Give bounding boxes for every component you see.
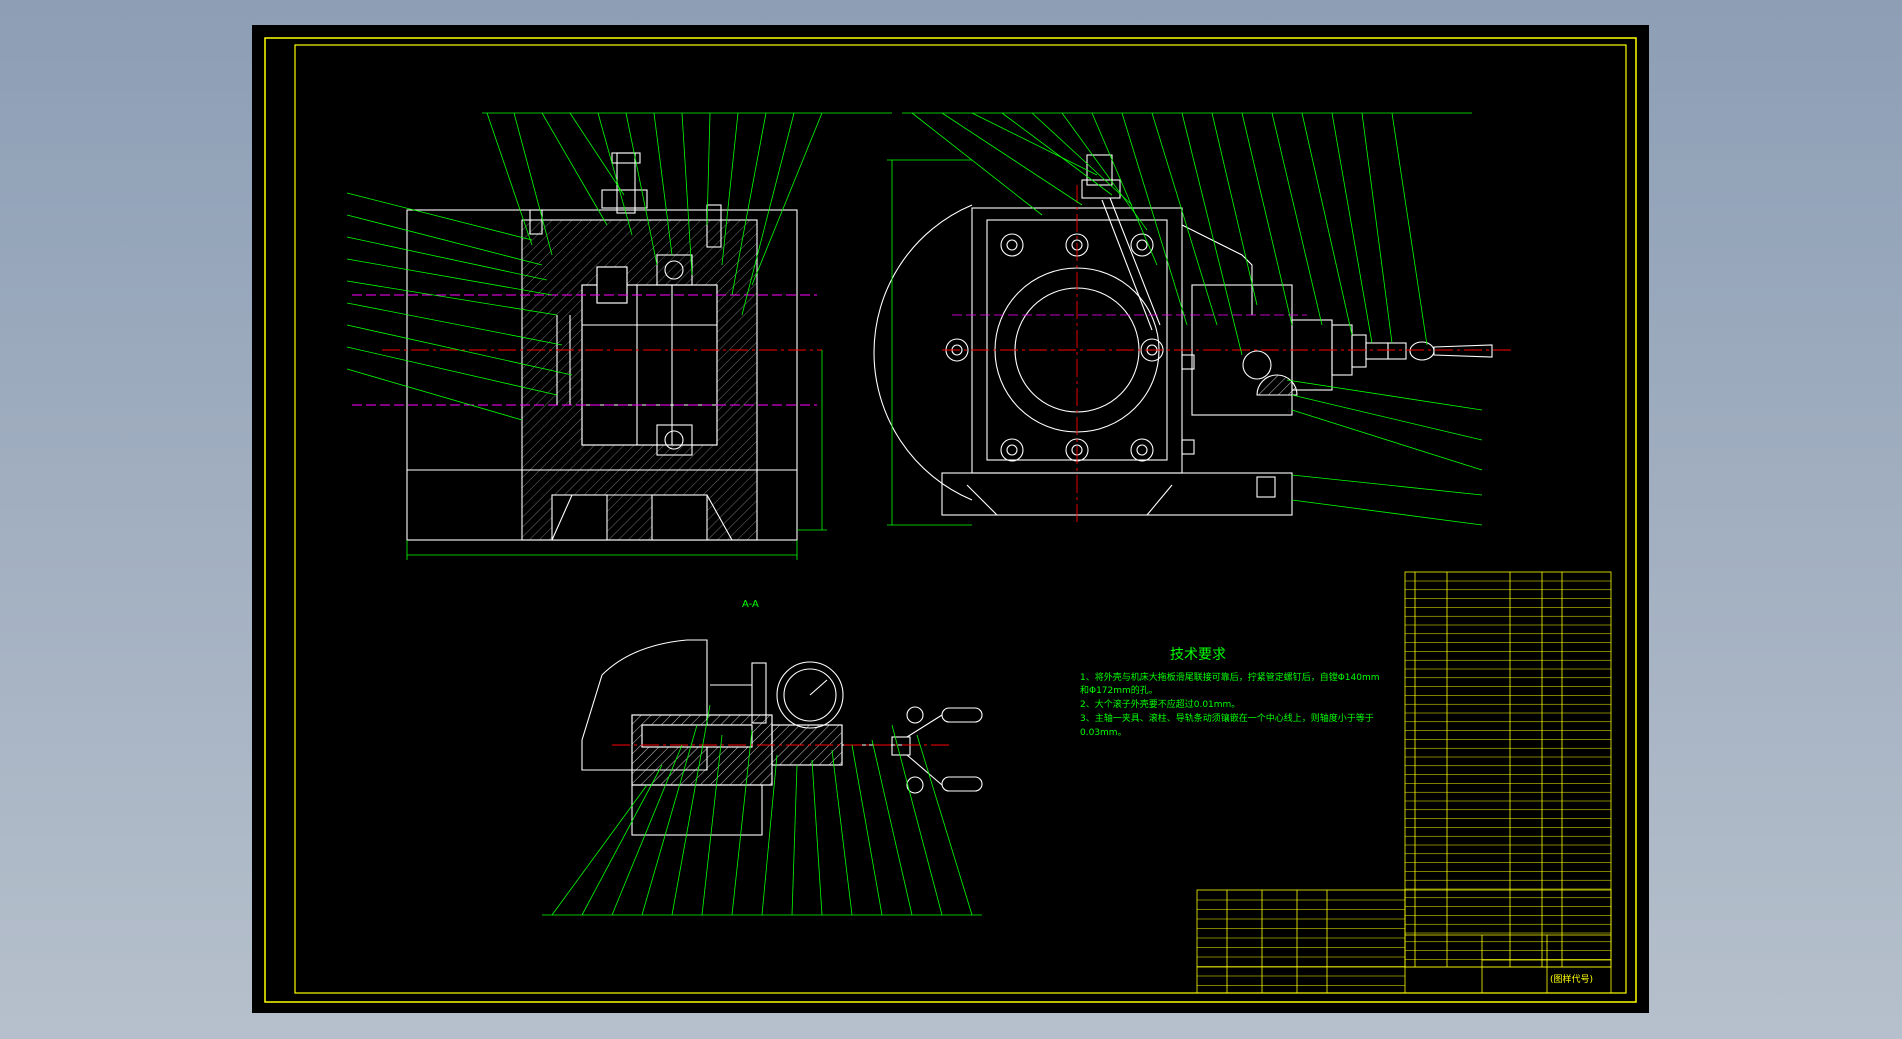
outer-frame [264,37,1637,1003]
tech-line: 0.03mm。 [1080,728,1127,738]
leader-lines-top [482,112,1472,356]
side-view [873,154,1493,516]
tech-line: 3、主轴一夹具、滚柱、导轨条动须镶嵌在一个中心线上，则轴度小于等于 [1080,712,1374,724]
title-block-rows [1197,899,1405,986]
leader-lines-left [346,192,573,421]
title-block [1196,889,1612,994]
tech-line: 和Φ172mm的孔。 [1080,684,1158,696]
front-section-dimensions [406,350,827,560]
tech-line: 2、大个滚子外壳要不应超过0.01mm。 [1080,698,1240,710]
leader-lines-right [1286,379,1483,526]
inner-frame [294,44,1627,994]
technical-requirements: 技术要求 1、将外壳与机床大拖板滑尾联接可靠后，拧紧管定螺钉后，自镗Φ140mm… [1080,647,1380,738]
tech-line: 1、将外壳与机床大拖板滑尾联接可靠后，拧紧管定螺钉后，自镗Φ140mm [1080,671,1380,683]
side-view-centerlines [942,185,1512,525]
cad-drawing: A-A [264,37,1637,1003]
leader-lines-bottom [542,704,982,916]
drawing-viewport[interactable]: A-A [252,25,1649,1013]
drawing-number: (图样代号) [1550,973,1593,985]
parts-list [1404,571,1612,968]
parts-list-rows [1405,580,1611,960]
tech-title: 技术要求 [1170,647,1226,663]
section-a-a-view [581,639,983,836]
front-section-centerlines [352,294,822,406]
front-section-view [406,152,798,541]
side-view-dimensions [887,159,972,526]
section-label: A-A [742,599,759,610]
